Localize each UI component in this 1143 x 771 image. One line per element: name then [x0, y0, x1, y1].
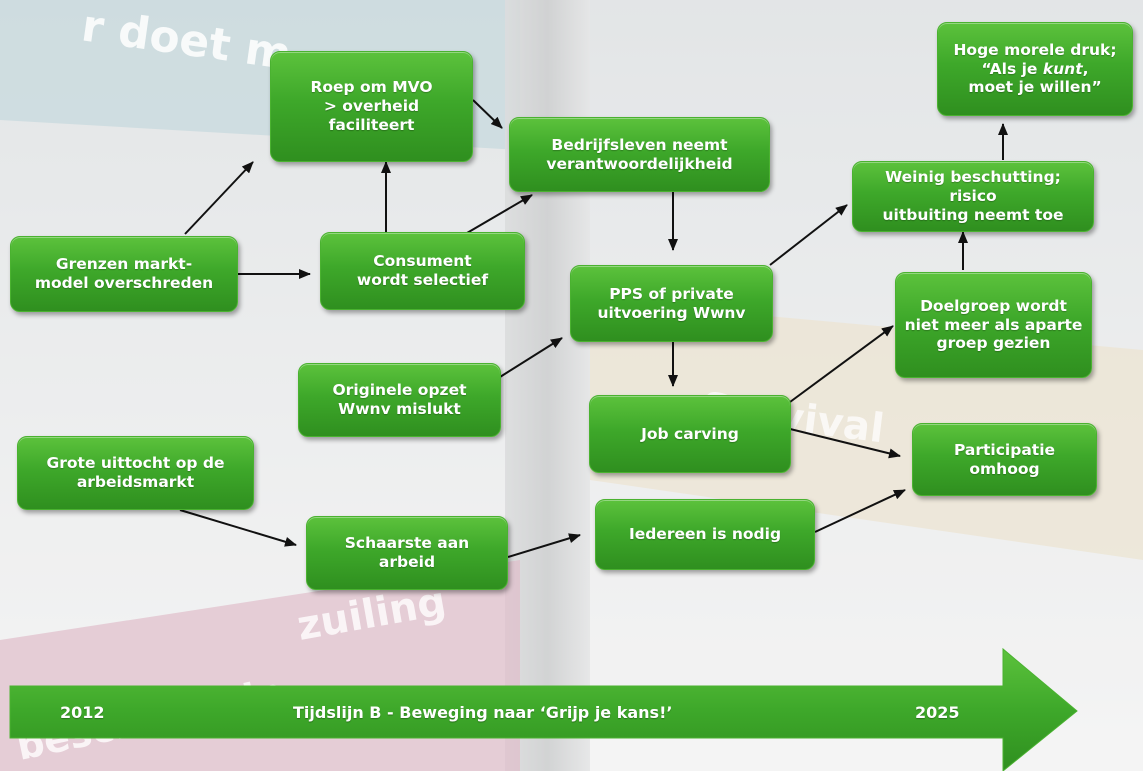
timeline-start-year: 2012 — [60, 703, 105, 722]
node-iedereen-label: Iedereen is nodig — [628, 525, 782, 544]
node-consument-label: Consument wordt selectief — [356, 252, 489, 289]
arrow-job-doelgroep — [789, 325, 894, 403]
node-schaarste-label: Schaarste aan arbeid — [344, 534, 470, 571]
node-schaarste-arbeid: Schaarste aan arbeid — [306, 516, 508, 590]
arrow-originele-pps — [499, 337, 563, 378]
node-hoge-morele-druk: Hoge morele druk; “Als je kunt, moet je … — [937, 22, 1133, 116]
node-participatie-label: Participatie omhoog — [953, 440, 1056, 478]
node-weinig-beschutting: Weinig beschutting; risico uitbuiting ne… — [852, 161, 1094, 232]
node-hoge-line3: moet je willen” — [968, 78, 1102, 97]
node-originele-opzet: Originele opzet Wwnv mislukt — [298, 363, 501, 437]
node-grenzen-marktmodel: Grenzen markt- model overschreden — [10, 236, 238, 312]
node-doelgroep-label: Doelgroep wordt niet meer als aparte gro… — [904, 296, 1083, 353]
timeline-end-year: 2025 — [915, 703, 960, 722]
arrow-iedereen-participatie — [814, 489, 906, 533]
node-bedrijfsleven-label: Bedrijfsleven neemt verantwoordelijkheid — [546, 135, 733, 173]
node-job-label: Job carving — [641, 424, 739, 443]
node-originele-label: Originele opzet Wwnv mislukt — [332, 381, 467, 418]
arrow-grote-schaarste — [179, 509, 297, 547]
arrow-grenzen-roep — [184, 161, 254, 235]
node-iedereen-nodig: Iedereen is nodig — [595, 499, 815, 570]
node-bedrijfsleven: Bedrijfsleven neemt verantwoordelijkheid — [509, 117, 770, 192]
node-job-carving: Job carving — [589, 395, 791, 473]
arrow-schaarste-iedereen — [507, 533, 581, 558]
arrow-pps-weinig — [769, 204, 848, 266]
arrow-job-participatie — [781, 426, 901, 459]
node-roep-label: Roep om MVO > overheid faciliteert — [310, 78, 433, 134]
node-hoge-line1: Hoge morele druk; — [953, 40, 1117, 59]
node-grote-uittocht: Grote uittocht op de arbeidsmarkt — [17, 436, 254, 510]
node-participatie-omhoog: Participatie omhoog — [912, 423, 1097, 496]
node-consument-selectief: Consument wordt selectief — [320, 232, 525, 310]
node-doelgroep: Doelgroep wordt niet meer als aparte gro… — [895, 272, 1092, 378]
node-pps-label: PPS of private uitvoering Wwnv — [597, 284, 746, 322]
node-grote-label: Grote uittocht op de arbeidsmarkt — [46, 454, 225, 491]
node-grenzen-label: Grenzen markt- model overschreden — [34, 255, 214, 292]
timeline-title: Tijdslijn B - Beweging naar ‘Grijp je ka… — [293, 703, 673, 722]
node-pps-private-uitvoering: PPS of private uitvoering Wwnv — [570, 265, 773, 342]
node-hoge-line2-c: , — [1082, 59, 1089, 78]
timeline-arrow-shape — [9, 647, 1078, 771]
node-hoge-line2-b: kunt — [1042, 59, 1083, 78]
arrow-roep-bedrijfsleven — [472, 99, 503, 129]
node-roep-om-mvo: Roep om MVO > overheid faciliteert — [270, 51, 473, 162]
node-hoge-line2-a: “Als je — [981, 59, 1043, 78]
node-hoge-line2: “Als je kunt, — [981, 60, 1088, 79]
node-weinig-label: Weinig beschutting; risico uitbuiting ne… — [882, 168, 1064, 224]
